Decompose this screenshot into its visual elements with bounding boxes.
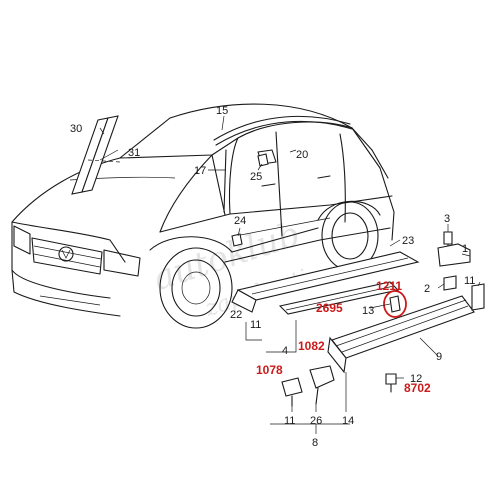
lower-trim-14 [327,336,347,374]
callout-26: 26 [310,415,322,427]
callout-11-right: 11 [464,275,475,287]
callout-23: 23 [402,235,414,247]
callout-13: 13 [362,305,374,317]
sill-panel-9 [331,295,475,359]
highlight-labels: 1211 2695 1082 1078 8702 [256,279,431,395]
clip-2 [443,275,457,291]
highlight-1211: 1211 [376,279,402,293]
callout-14: 14 [342,415,354,427]
sill-13 [278,281,400,315]
callout-15: 15 [216,105,228,117]
end-cap-11 [471,283,485,311]
leader-lines [99,115,481,434]
bracket-1082 [309,365,335,405]
roof-trim-inner [215,120,353,146]
callout-22: 22 [230,309,242,321]
callout-12: 12 [410,373,422,385]
highlight-1211-clip [383,290,407,318]
callout-24: 24 [234,215,246,227]
callout-11-left: 11 [250,319,261,331]
callout-25: 25 [250,171,262,183]
callout-31: 31 [128,147,140,159]
car-body [11,103,395,329]
callout-8: 8 [312,437,318,449]
callout-3: 3 [444,213,450,225]
highlight-1078: 1078 [256,363,283,377]
highlight-1082: 1082 [298,339,325,353]
callout-11-bottom: 11 [284,415,295,427]
clip-25 [257,153,269,167]
highlight-8702: 8702 [404,381,431,395]
callout-17: 17 [194,165,206,177]
door-frame-trim [223,149,227,213]
bracket-1 [437,243,471,267]
callout-20: 20 [296,149,308,161]
bolt-8702 [385,373,397,393]
callout-30: 30 [70,123,82,135]
highlight-2695: 2695 [316,301,343,315]
callout-labels: 30 31 15 17 20 25 24 3 23 1 2 11 22 13 4… [70,105,475,449]
callout-4: 4 [282,345,288,357]
clip-24 [231,233,243,247]
clip-1078 [281,377,303,407]
front-piece-22 [231,289,257,313]
callout-2: 2 [424,283,430,295]
callout-1: 1 [462,243,468,255]
a-pillar-trim [71,115,121,195]
roof-trim [213,115,351,141]
callout-9: 9 [436,351,442,363]
